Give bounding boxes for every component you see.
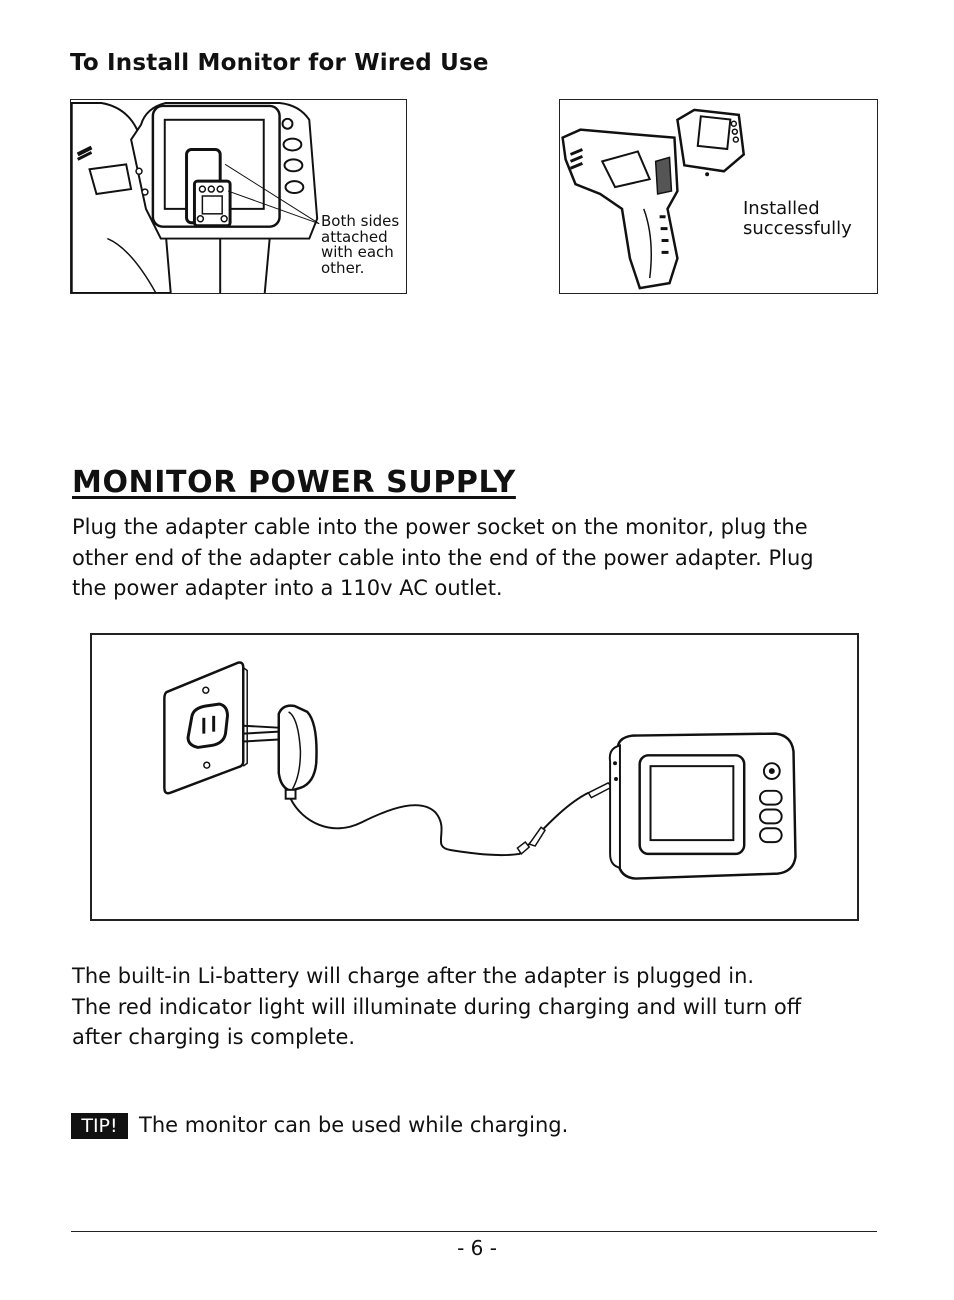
- attached-caption-line: other.: [321, 258, 365, 277]
- paragraph-line: The built-in Li-battery will charge afte…: [72, 964, 755, 988]
- figure-installed-successfully: Installed successfully: [559, 99, 878, 294]
- paragraph-line: The red indicator light will illuminate …: [72, 994, 802, 1019]
- monitor-attached-illustration: [71, 101, 320, 293]
- battery-paragraph: The built-in Li-battery will charge afte…: [72, 961, 801, 1053]
- power-connection-illustration: [163, 661, 797, 880]
- footer-divider: [71, 1231, 877, 1232]
- tip-text: The monitor can be used while charging.: [139, 1113, 569, 1137]
- paragraph-line: other end of the adapter cable into the …: [72, 545, 814, 570]
- tip-badge: TIP!: [71, 1113, 128, 1139]
- figure-monitor-attached: Both sides attached with each other.: [70, 99, 407, 294]
- attached-caption: Both sides attached with each other.: [321, 212, 400, 277]
- paragraph-line: the power adapter into a 110v AC outlet.: [72, 576, 503, 600]
- page-number: - 6 -: [457, 1236, 497, 1260]
- installed-caption-line: successfully: [743, 218, 852, 239]
- attached-caption-line: Both sides: [321, 212, 400, 230]
- installed-caption: Installed successfully: [743, 199, 852, 239]
- figure-power-connection: [90, 633, 859, 921]
- paragraph-line: Plug the adapter cable into the power so…: [72, 515, 808, 539]
- install-heading: To Install Monitor for Wired Use: [70, 50, 489, 76]
- attached-caption-line: with each: [321, 243, 394, 261]
- power-supply-title: MONITOR POWER SUPPLY: [72, 465, 516, 500]
- power-intro-paragraph: Plug the adapter cable into the power so…: [72, 512, 814, 604]
- inspection-camera-illustration: [561, 108, 746, 290]
- installed-caption-line: Installed: [743, 198, 820, 219]
- attached-caption-line: attached: [321, 227, 388, 246]
- paragraph-line: after charging is complete.: [72, 1025, 356, 1049]
